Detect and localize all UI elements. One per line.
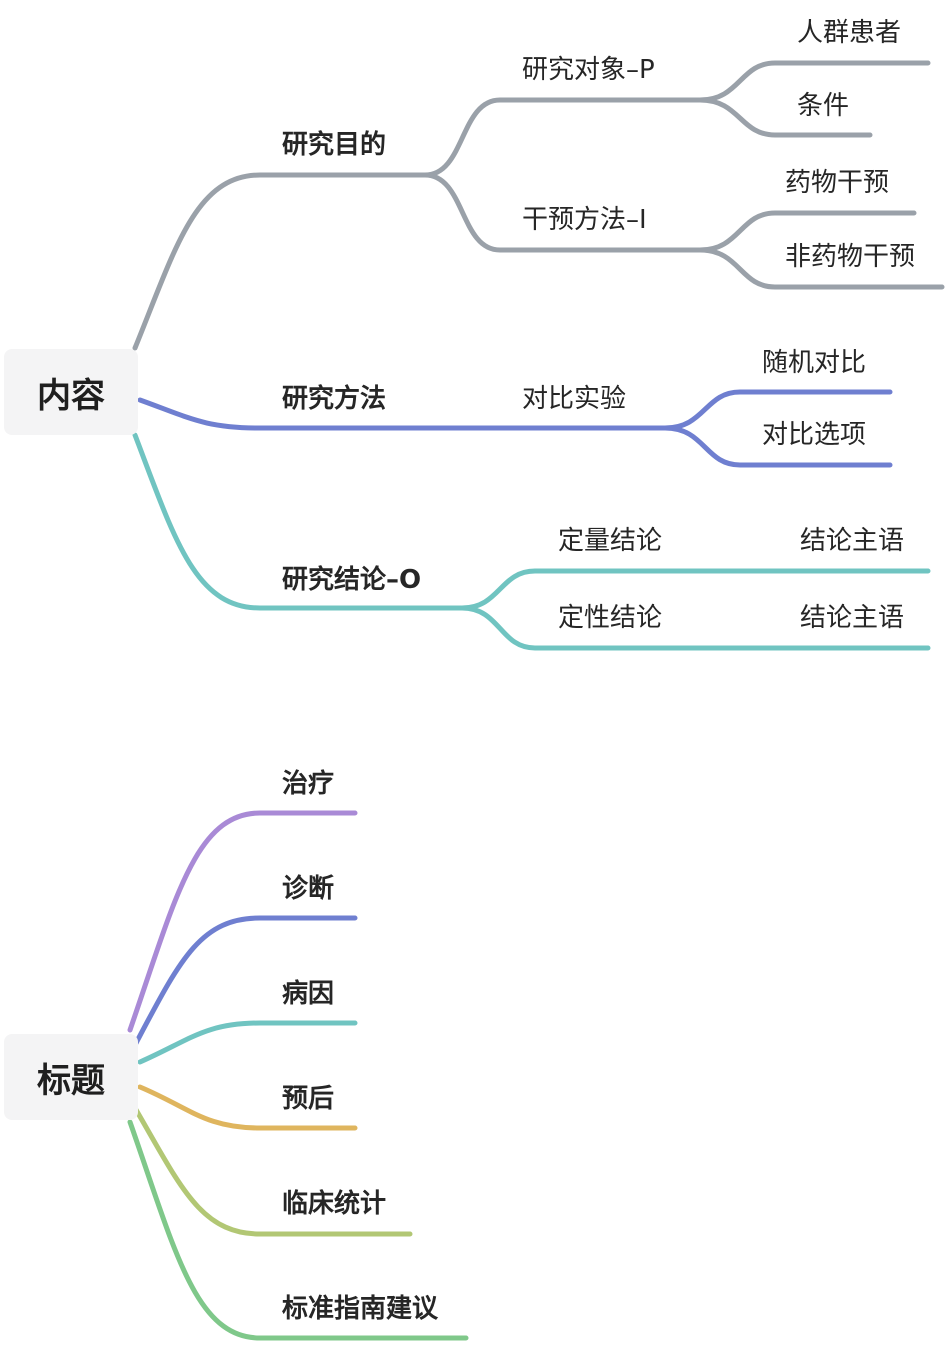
node-quantitative-conclusion[interactable]: 定量结论 (558, 526, 663, 556)
edge-experiment-option (662, 425, 893, 468)
node-qualitative-conclusion[interactable]: 定性结论 (558, 603, 663, 633)
node-research-subject[interactable]: 研究对象–P (522, 55, 655, 85)
node-population[interactable]: 人群患者 (797, 18, 902, 48)
node-prognosis[interactable]: 预后 (282, 1084, 335, 1114)
node-comparison-option[interactable]: 对比选项 (762, 420, 867, 450)
edge-purpose-intervention (422, 172, 703, 253)
edge-purpose-subject (422, 97, 703, 178)
edge-content-purpose (132, 172, 428, 351)
edge-subject-condition (697, 97, 873, 138)
node-guideline-recommendation[interactable]: 标准指南建议 (282, 1294, 439, 1324)
node-nondrug-intervention[interactable]: 非药物干预 (785, 242, 916, 272)
node-drug-intervention[interactable]: 药物干预 (785, 168, 890, 198)
node-randomized-comparison[interactable]: 随机对比 (762, 348, 867, 378)
edge-title-diagnosis (132, 915, 358, 1048)
edge-title-guideline (127, 1119, 469, 1341)
edge-experiment-random (662, 389, 893, 431)
edge-conclusion-quant (459, 568, 931, 611)
node-research-method[interactable]: 研究方法 (282, 384, 387, 414)
node-qual-conclusion-subject[interactable]: 结论主语 (800, 603, 905, 633)
edge-content-conclusion (132, 432, 465, 611)
node-etiology[interactable]: 病因 (282, 979, 335, 1009)
root-node-title[interactable]: 标题 (4, 1034, 138, 1120)
edge-title-treatment (127, 810, 358, 1033)
edge-content-method (137, 397, 668, 431)
node-clinical-statistics[interactable]: 临床统计 (282, 1189, 387, 1219)
node-diagnosis[interactable]: 诊断 (282, 874, 335, 904)
edge-title-statistics (132, 1105, 413, 1237)
node-research-purpose[interactable]: 研究目的 (282, 130, 387, 160)
node-research-conclusion[interactable]: 研究结论–O (282, 565, 422, 595)
edge-subject-population (697, 60, 931, 103)
node-quant-conclusion-subject[interactable]: 结论主语 (800, 526, 905, 556)
edge-intervention-drug (697, 210, 917, 253)
node-intervention-method[interactable]: 干预方法–I (522, 205, 647, 235)
edge-title-prognosis (137, 1084, 358, 1131)
node-treatment[interactable]: 治疗 (282, 769, 335, 799)
edge-intervention-nondrug (697, 247, 945, 290)
root-node-content[interactable]: 内容 (4, 349, 138, 435)
node-condition[interactable]: 条件 (797, 91, 850, 121)
node-comparative-experiment[interactable]: 对比实验 (522, 384, 627, 414)
edge-conclusion-qual (459, 605, 931, 651)
edge-title-etiology (137, 1020, 358, 1065)
